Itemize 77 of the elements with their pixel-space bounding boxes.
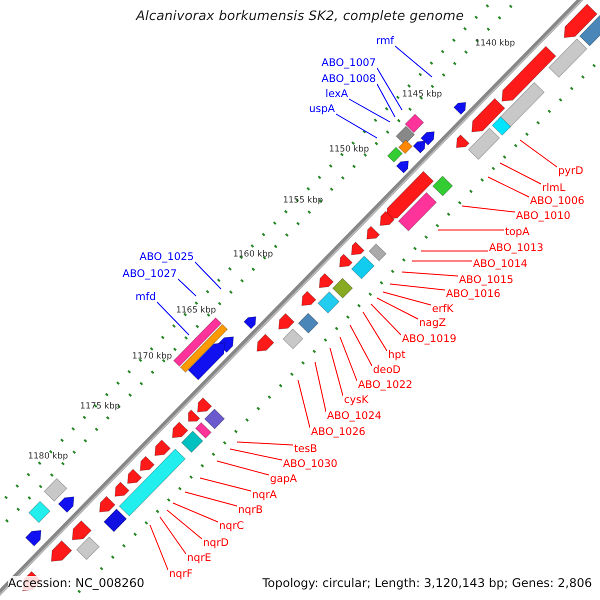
leader-line [166,510,202,540]
leader-line [156,302,190,336]
leader-line [362,312,388,352]
leader-line [412,260,472,262]
gene-label: lexA [324,88,349,101]
gene-label: nagZ [418,317,447,330]
leader-line [488,176,530,198]
leader-line [194,262,222,290]
leader-line [172,502,218,522]
scale-label: 1145 kbp [402,90,442,100]
leader-line [340,336,358,382]
genome-info-text: Topology: circular; Length: 3,120,143 bp; Genes: 2,806 [262,576,592,590]
gene-label: ABO_1014 [472,258,528,271]
gene-label: nqrA [251,489,278,502]
leader-line [298,380,310,428]
scale-label: 1160 kbp [232,250,274,260]
leader-line [350,324,372,366]
leader-line [184,492,238,506]
gene-label: ABO_1016 [445,288,502,301]
leader-line [376,68,402,110]
gene-label: ABO_1027 [122,268,178,281]
scale-label: 1155 kbp [282,196,324,206]
leader-line [160,516,186,554]
leader-line [178,278,196,296]
gene-label: nqrB [237,504,264,517]
scale-label: 1150 kbp [328,144,370,156]
gene-label: ABO_1025 [138,251,195,264]
gene-label: nqrD [202,537,230,550]
leader-line [230,448,282,460]
gene-label: pyrD [557,165,584,178]
gene-label: ABO_1006 [529,195,586,208]
leader-line [520,140,558,168]
gene-label: uspA [308,103,336,116]
leader-line [382,292,432,306]
title: Alcanivorax borkumensis SK2, complete genome [134,9,465,24]
scale-label: 1170 kbp [132,352,172,362]
gene-label: topA [504,226,530,239]
gene-label: ABO_1015 [458,274,514,287]
leader-line [330,348,344,396]
gene-label: ABO_1024 [326,410,382,423]
leader-line [376,84,396,118]
leader-line [376,298,418,320]
gene-label: nqrC [218,520,245,533]
gene-label: ABO_1019 [401,333,458,346]
leader-line [402,272,458,276]
gene-label: ABO_1013 [488,242,544,255]
gene-label: cysK [343,394,370,407]
gene-label: hpt [387,349,406,362]
leader-line [394,46,432,78]
leader-line [420,250,488,252]
leader-line [216,460,270,476]
accession-text: Accession: NC_008260 [8,576,144,590]
gene-label: gapA [269,473,298,486]
leader-line [150,524,168,570]
gene-label: ABO_1008 [320,73,377,86]
scale-label: 1140 kbp [474,38,516,50]
leader-line [236,442,294,446]
leader-line [314,362,326,412]
scale-label: 1175 kbp [80,402,120,412]
gene-label: ABO_1022 [357,379,414,392]
leader-line [370,304,402,336]
leader-line [462,206,516,212]
gene-label: nqrE [186,552,212,565]
leader-line [336,114,378,138]
gene-label: ABO_1007 [320,57,377,70]
leader-line [390,284,446,290]
gene-label: rmf [374,35,395,48]
leader-line [348,98,390,122]
leader-line [200,478,252,492]
scale-label: 1180 kbp [28,452,68,462]
gene-label: ABO_1030 [282,458,338,471]
scale-label: 1165 kbp [176,306,216,316]
gene-label: ABO_1026 [310,426,366,439]
leader-line [500,162,542,184]
gene-label: nqrF [168,568,194,581]
gene-label: mfd [134,291,157,304]
gene-label: ABO_1010 [515,210,572,223]
